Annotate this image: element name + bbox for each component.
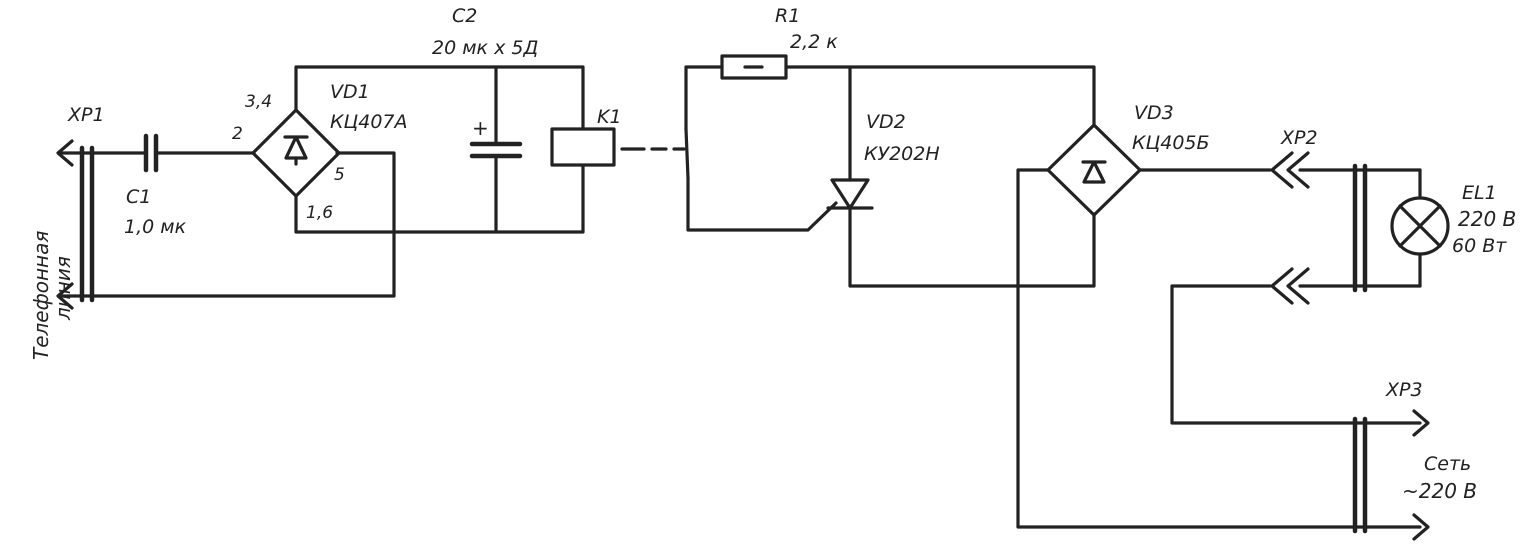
xp1-connector (56, 139, 95, 310)
el1-power: 60 Вт (1452, 235, 1507, 257)
vd3-ref: VD3 (1134, 102, 1174, 124)
vd2-part: КУ202Н (864, 143, 940, 165)
vd1-pin-2: 2 (232, 124, 243, 144)
xp3-connector (1352, 409, 1430, 541)
c1-capacitor (91, 133, 256, 173)
k1-ref: K1 (597, 106, 622, 128)
telephone-return-wire (91, 151, 396, 298)
vd1-top-rail (294, 65, 585, 130)
vd1-bottom-rail (294, 164, 585, 234)
xp3-label: XP3 (1385, 379, 1423, 401)
vd1-pin-5: 5 (334, 165, 345, 185)
vd1-ref: VD1 (330, 81, 370, 103)
r1-resistor (720, 54, 1096, 127)
vd1-pin-16: 1,6 (306, 203, 333, 223)
vd2-ref: VD2 (866, 111, 906, 133)
el1-ref: EL1 (1462, 182, 1497, 204)
xp2-to-xp3-wire (1170, 284, 1422, 425)
vd3-left-ac-wire (1016, 168, 1422, 529)
mains-label: Сеть (1424, 453, 1471, 475)
telephone-line-label: Телефонная линия (29, 231, 75, 360)
c1-value: 1,0 мк (124, 216, 187, 238)
xp2-connector (1270, 151, 1422, 305)
vd1-bridge (251, 108, 341, 198)
vd2-thyristor (826, 65, 1096, 288)
telephone-line-label-line1: Телефонная (29, 231, 53, 360)
c2-value: 20 мк х 5Д (432, 37, 538, 59)
xp2-label: XP2 (1280, 127, 1318, 149)
k1-relay-contact (684, 65, 838, 232)
c2-plus: + (472, 116, 489, 140)
c2-capacitor (469, 65, 523, 234)
mains-voltage: ~220 В (1402, 479, 1477, 503)
k1-relay-coil (550, 127, 686, 167)
el1-voltage: 220 В (1458, 207, 1516, 231)
vd1-pin-34: 3,4 (245, 92, 272, 112)
r1-value: 2,2 к (790, 31, 838, 53)
el1-lamp (1390, 168, 1450, 288)
vd3-bridge (1046, 123, 1142, 217)
r1-ref: R1 (775, 5, 800, 27)
vd3-part: КЦ405Б (1132, 132, 1210, 154)
c2-ref: C2 (452, 5, 477, 27)
telephone-line-label-line2: линия (51, 256, 75, 321)
xp1-label: XP1 (67, 104, 105, 126)
vd1-part: КЦ407А (330, 111, 408, 133)
c1-ref: C1 (126, 186, 151, 208)
